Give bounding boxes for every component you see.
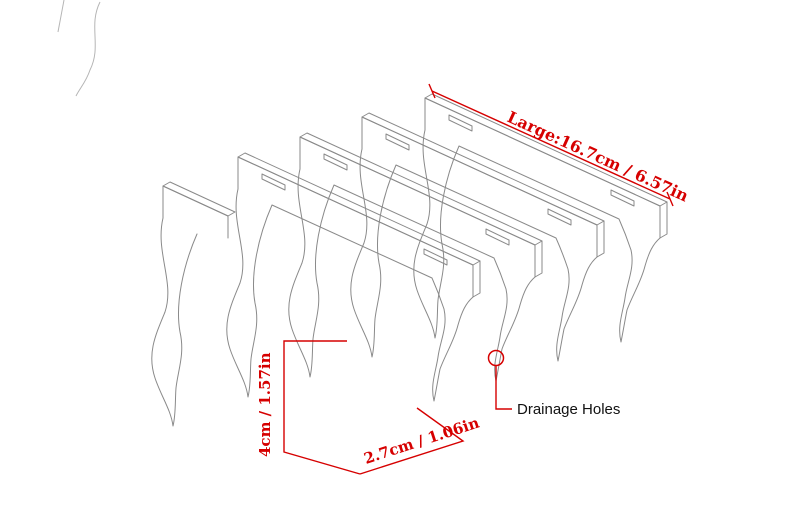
height-dimension-line [283, 340, 361, 475]
height-dimension: 4cm / 1.57in [256, 340, 361, 475]
drainage-label: Drainage Holes [517, 401, 620, 418]
height-dimension-label: 4cm / 1.57in [256, 352, 274, 457]
length-dimension-label: Large:16.7cm / 6.57in [504, 107, 691, 205]
drainage-callout-line [495, 366, 512, 410]
drainage-hole-marker-icon [487, 349, 505, 367]
spacing-dimension-line [359, 407, 465, 475]
drainage-annotation: Drainage Holes [487, 349, 620, 418]
length-dimension-line [428, 83, 674, 207]
background-sketch-fragment [57, 0, 101, 97]
slat-5-partial [151, 181, 236, 427]
length-dimension: Large:16.7cm / 6.57in [428, 83, 692, 207]
spacing-dimension: 2.7cm / 1.06in [359, 407, 482, 475]
